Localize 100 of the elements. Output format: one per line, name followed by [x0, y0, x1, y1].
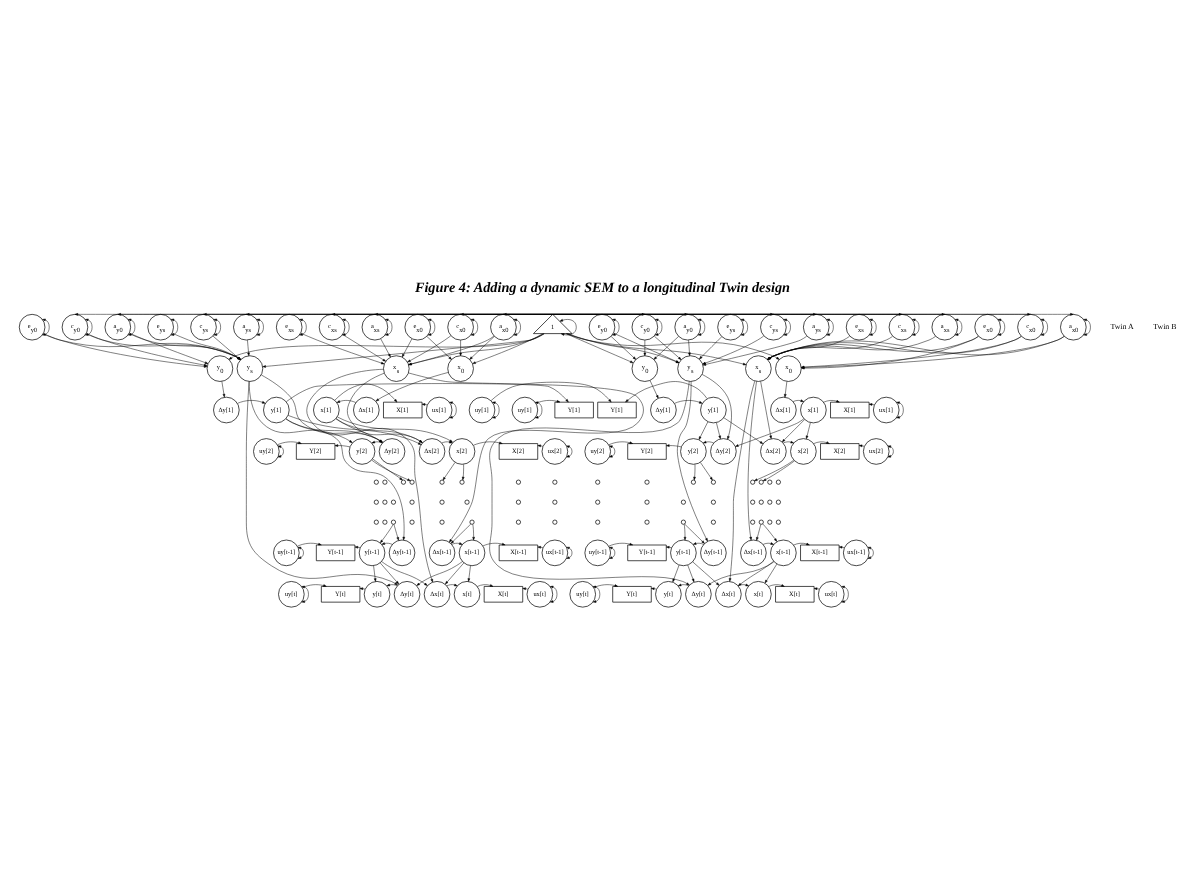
arrow	[302, 584, 327, 588]
node-circle	[595, 499, 601, 505]
arrow	[764, 563, 778, 584]
arrow	[535, 400, 561, 404]
arrow	[813, 587, 820, 590]
arrow	[800, 336, 1022, 369]
node-circle	[552, 519, 558, 525]
arrow	[451, 542, 463, 545]
node-circle	[409, 519, 415, 525]
arrow	[887, 445, 894, 458]
arrow	[678, 583, 689, 587]
node-circle	[758, 479, 764, 485]
arrow	[610, 336, 636, 360]
arrow	[42, 318, 50, 336]
node-circle	[439, 499, 445, 505]
arrow	[608, 542, 633, 547]
arrow	[612, 318, 620, 336]
node-circle	[515, 479, 521, 485]
arrow	[699, 336, 722, 360]
arrow	[805, 422, 811, 439]
arrow	[702, 335, 764, 365]
arrow	[260, 374, 383, 443]
arrow	[373, 565, 377, 582]
arrow	[334, 383, 398, 403]
arrow	[256, 318, 264, 336]
arrow	[337, 416, 453, 443]
arrow	[342, 318, 350, 336]
arrow	[566, 546, 573, 559]
arrow	[793, 399, 804, 402]
node-circle	[373, 519, 379, 525]
arrow	[997, 318, 1006, 336]
node-circle	[710, 519, 716, 525]
node-circle	[552, 499, 558, 505]
arrow	[237, 400, 266, 404]
arrow	[336, 400, 357, 403]
arrow	[625, 381, 708, 403]
node-circle	[710, 499, 716, 505]
arrow	[609, 546, 616, 559]
arrow	[379, 562, 399, 585]
arrow	[129, 333, 241, 360]
arrow	[728, 380, 755, 582]
node-circle	[775, 499, 781, 505]
node-circle	[644, 499, 650, 505]
arrow	[783, 318, 791, 336]
arrow	[477, 584, 494, 587]
arrow	[297, 542, 322, 547]
arrow	[262, 333, 545, 368]
arrow	[740, 318, 748, 336]
arrow	[801, 336, 1065, 369]
arrow	[490, 381, 612, 403]
node-circle	[515, 519, 521, 525]
arrow	[823, 399, 840, 403]
arrow	[760, 381, 772, 439]
arrow	[301, 585, 309, 603]
arrow	[684, 523, 705, 544]
arrow	[335, 418, 423, 443]
node-circle	[775, 479, 781, 485]
arrow	[701, 374, 732, 440]
arrow	[723, 417, 764, 444]
arrow	[446, 583, 458, 587]
node-circle	[515, 499, 521, 505]
arrow	[1040, 318, 1048, 336]
node-circle	[767, 499, 773, 505]
node-circle	[710, 479, 716, 485]
node-circle	[750, 519, 756, 525]
arrow	[347, 372, 423, 443]
arrow	[747, 381, 757, 541]
arrow	[426, 336, 452, 360]
arrow	[756, 524, 762, 541]
arrow	[445, 562, 465, 585]
node-circle	[390, 519, 396, 525]
arrow	[277, 441, 302, 445]
arrow	[489, 381, 690, 586]
arrow	[86, 333, 241, 360]
arrow	[386, 583, 398, 587]
node-circle	[382, 499, 388, 505]
arrow	[127, 318, 136, 336]
arrow	[401, 338, 413, 358]
arrow	[449, 401, 457, 419]
arrow	[702, 336, 807, 366]
arrow	[666, 546, 672, 549]
arrow	[380, 338, 391, 358]
arrow	[522, 587, 529, 590]
node-circle	[644, 519, 650, 525]
arrow	[482, 542, 506, 547]
arrow	[869, 318, 877, 336]
arrow	[763, 542, 774, 545]
arrow	[896, 401, 904, 419]
node-circle	[373, 499, 379, 505]
arrow	[421, 403, 428, 406]
arrow	[768, 584, 785, 587]
arrow	[688, 339, 691, 356]
arrow	[813, 441, 830, 444]
arrow	[129, 332, 209, 364]
arrow	[707, 561, 775, 586]
arrow	[285, 418, 383, 443]
node-circle	[439, 479, 445, 485]
arrow	[407, 335, 452, 363]
arrow	[299, 318, 307, 336]
arrow	[472, 524, 475, 541]
